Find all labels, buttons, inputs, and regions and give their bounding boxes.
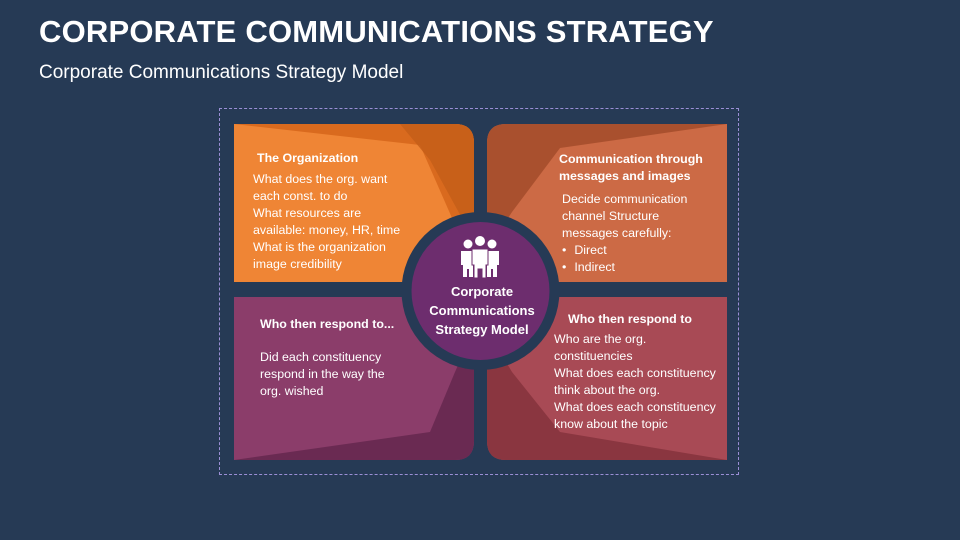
body-line: What does the org. want <box>253 172 388 186</box>
body-line: Who are the org. <box>554 332 647 346</box>
center-label-line: Corporate <box>450 284 514 299</box>
quadrant-bottom-left-text: Who then respond to... <box>260 316 394 333</box>
body-line: Did each constituency <box>260 350 382 364</box>
quadrant-bottom-right-text: Who then respond to <box>568 311 692 328</box>
bullet-item: Direct <box>562 242 687 259</box>
body-line: Decide communication <box>562 192 688 206</box>
body-line: What resources are <box>253 206 362 220</box>
quadrant-bottom-right-body: Who are the org. constituencies What doe… <box>554 331 716 433</box>
quadrant-top-left <box>234 124 474 282</box>
page-subtitle: Corporate Communications Strategy Model <box>39 62 404 83</box>
body-line: What does each constituency <box>554 366 716 380</box>
body-line: What is the organization <box>253 240 386 254</box>
page-title: CORPORATE COMMUNICATIONS STRATEGY <box>39 14 714 49</box>
body-line: think about the org. <box>554 383 661 397</box>
quadrant-bottom-left <box>234 297 474 460</box>
quadrant-top-left-body: What does the org. want each const. to d… <box>253 171 400 273</box>
body-line: available: money, HR, time <box>253 223 401 237</box>
quadrant-top-left-heading: The Organization <box>257 151 359 165</box>
quadrant-top-right-body: Decide communication channel Structure m… <box>562 191 687 276</box>
bullet-item: Indirect <box>562 259 687 276</box>
body-line: channel Structure <box>562 209 660 223</box>
heading-line: Communication through <box>559 152 703 166</box>
quadrant-bottom-right-heading: Who then respond to <box>568 312 692 326</box>
quadrant-bottom-right <box>487 297 727 460</box>
people-group-icon <box>461 236 499 279</box>
quadrant-top-left-text: The Organization <box>257 150 358 167</box>
quadrant-bottom-left-heading: Who then respond to... <box>260 317 395 331</box>
body-line: constituencies <box>554 349 633 363</box>
center-label: Corporate Communications Strategy Model <box>414 282 550 339</box>
body-line: each const. to do <box>253 189 348 203</box>
body-line: org. wished <box>260 384 324 398</box>
body-line: know about the topic <box>554 417 668 431</box>
center-disc <box>411 222 550 360</box>
center-label-line: Strategy Model <box>435 322 529 337</box>
body-line: What does each constituency <box>554 400 716 414</box>
body-line: respond in the way the <box>260 367 385 381</box>
bullet-list: Direct Indirect <box>562 242 687 276</box>
diagram-frame <box>219 108 739 475</box>
quadrant-bottom-left-body: Did each constituency respond in the way… <box>260 349 385 400</box>
heading-line: messages and images <box>559 169 691 183</box>
quadrant-top-right-heading: Communication through messages and image… <box>559 151 703 185</box>
body-line: messages carefully: <box>562 226 672 240</box>
center-label-line: Communications <box>429 303 535 318</box>
body-line: image credibility <box>253 257 342 271</box>
